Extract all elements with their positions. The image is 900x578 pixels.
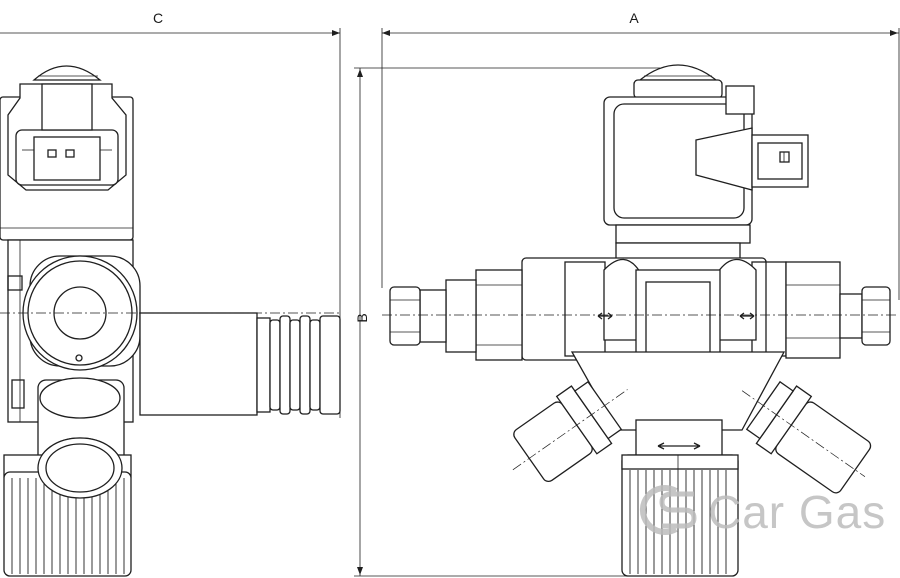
cargas-cs-logo-icon bbox=[639, 485, 697, 535]
watermark-brand-text: Car Gas bbox=[708, 486, 886, 538]
dimension-a: A bbox=[381, 10, 900, 300]
dimension-b-label: B bbox=[354, 313, 370, 322]
dimension-a-label: A bbox=[629, 10, 639, 26]
side-view bbox=[0, 65, 341, 577]
cargas-watermark: Car Gas bbox=[639, 485, 886, 538]
dimension-c-label: C bbox=[153, 10, 163, 26]
front-view bbox=[382, 64, 899, 577]
dimension-b: B bbox=[354, 67, 660, 577]
